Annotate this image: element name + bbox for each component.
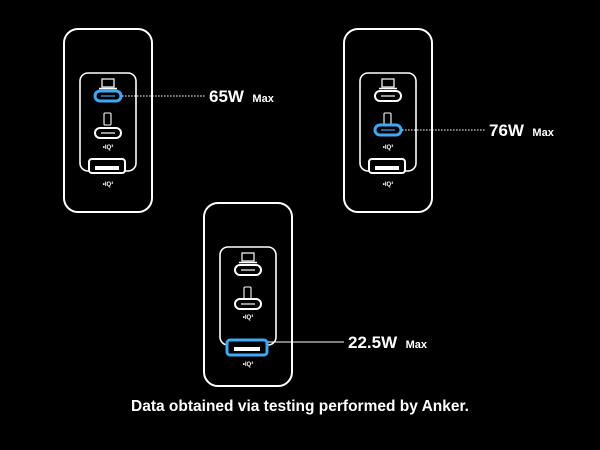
power-value: 22.5W: [348, 333, 398, 352]
laptop-icon: [99, 78, 117, 90]
iq-badge: •IQ³: [383, 181, 393, 188]
laptop-icon: [379, 78, 397, 90]
power-value: 65W: [209, 87, 245, 106]
power-label-top-left: 65W Max: [209, 87, 275, 106]
phone-icon: [103, 112, 112, 126]
usb-c-port-group: [359, 72, 417, 172]
usb-c-port-group: [219, 246, 277, 346]
power-unit: Max: [532, 127, 554, 139]
power-label-top-right: 76W Max: [489, 121, 555, 140]
footer-disclaimer: Data obtained via testing performed by A…: [131, 398, 469, 415]
iq-badge: •IQ³: [103, 181, 113, 188]
iq-badge: •IQ³: [243, 314, 253, 321]
charger-top-right: •IQ³ •IQ³: [343, 28, 433, 213]
laptop-icon: [239, 252, 257, 264]
iq-badge: •IQ³: [383, 144, 393, 151]
power-label-bottom-center: 22.5W Max: [348, 333, 428, 352]
power-unit: Max: [406, 339, 428, 351]
iq-badge: •IQ³: [103, 144, 113, 151]
power-value: 76W: [489, 121, 525, 140]
charger-bottom-center: •IQ³ •IQ³: [203, 202, 293, 387]
power-unit: Max: [252, 93, 274, 105]
iq-badge: •IQ³: [243, 361, 253, 368]
usb-c-port-group: [79, 72, 137, 172]
charger-top-left: •IQ³ •IQ³: [63, 28, 153, 213]
